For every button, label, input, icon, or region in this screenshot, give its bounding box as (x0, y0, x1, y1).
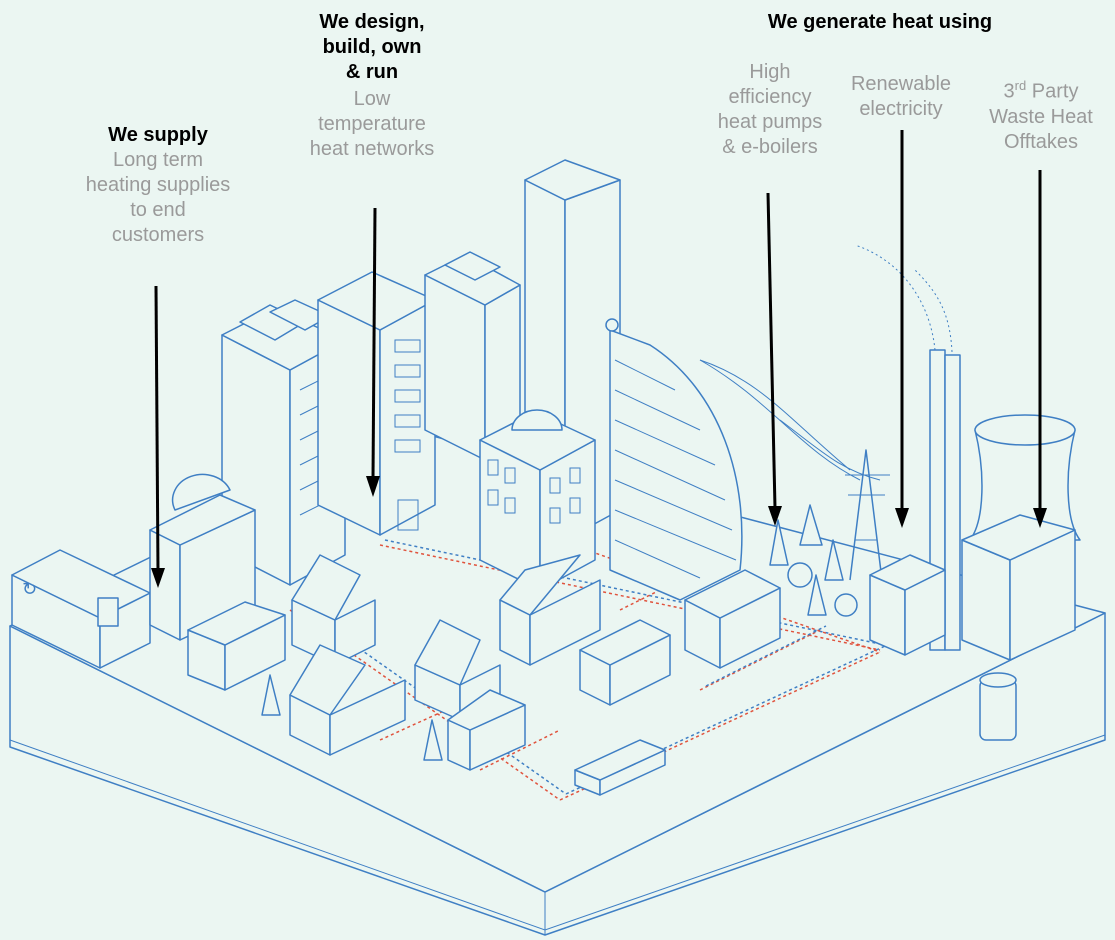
design-line-3: heat networks (309, 138, 435, 160)
heat-pumps-line-2: efficiency (728, 86, 812, 108)
third-party-label: 3rd Party Waste Heat Offtakes (966, 78, 1115, 155)
third-party-suffix: rd (1014, 78, 1027, 93)
design-arrow (366, 207, 380, 497)
supply-line-3: to end (130, 199, 186, 221)
supply-label: We supply Long term heating supplies to … (48, 123, 268, 248)
design-tower (317, 271, 436, 536)
trees (261, 504, 858, 761)
third-party-line-1: 3rd Party (966, 78, 1115, 105)
warehouse: ↻ (11, 549, 151, 669)
design-line-2: temperature (318, 113, 426, 135)
heat-plant (854, 244, 1081, 741)
supply-line-4: customers (111, 224, 205, 246)
heat-pumps-line-4: & e-boilers (722, 136, 818, 158)
design-heading-2: build, own (322, 36, 422, 58)
design-label: We design, build, own & run Low temperat… (272, 10, 472, 162)
third-party-line-3: Offtakes (1003, 130, 1079, 153)
third-party-number: 3 (1003, 80, 1015, 103)
design-line-1: Low (353, 88, 391, 110)
supply-arrow (151, 285, 165, 588)
generate-heading: We generate heat using (767, 11, 993, 33)
third-party-line-2: Waste Heat (989, 105, 1093, 128)
renewable-label: Renewable electricity (826, 72, 976, 122)
supply-line-1: Long term (112, 149, 204, 171)
renewable-line-2: electricity (859, 98, 943, 120)
supply-line-2: heating supplies (85, 174, 231, 196)
renewable-line-1: Renewable (850, 73, 952, 95)
heat-pumps-label: High efficiency heat pumps & e-boilers (690, 60, 850, 160)
renewable-arrow (895, 130, 909, 528)
power-pylon (699, 359, 890, 581)
third-party-rest: Party (1026, 80, 1079, 103)
supply-heading: We supply (108, 124, 208, 146)
design-heading-1: We design, (319, 11, 425, 33)
heat-pumps-line-3: heat pumps (717, 111, 823, 133)
domed-building (479, 409, 596, 591)
third-party-arrow (1033, 170, 1047, 528)
houses (149, 473, 781, 796)
svg-text:↻: ↻ (22, 579, 37, 600)
heat-pumps-arrow (766, 192, 782, 526)
heat-pumps-line-1: High (749, 61, 791, 83)
curved-skyscraper (605, 318, 743, 601)
mid-tower (424, 251, 521, 461)
design-heading-3: & run (345, 61, 399, 83)
